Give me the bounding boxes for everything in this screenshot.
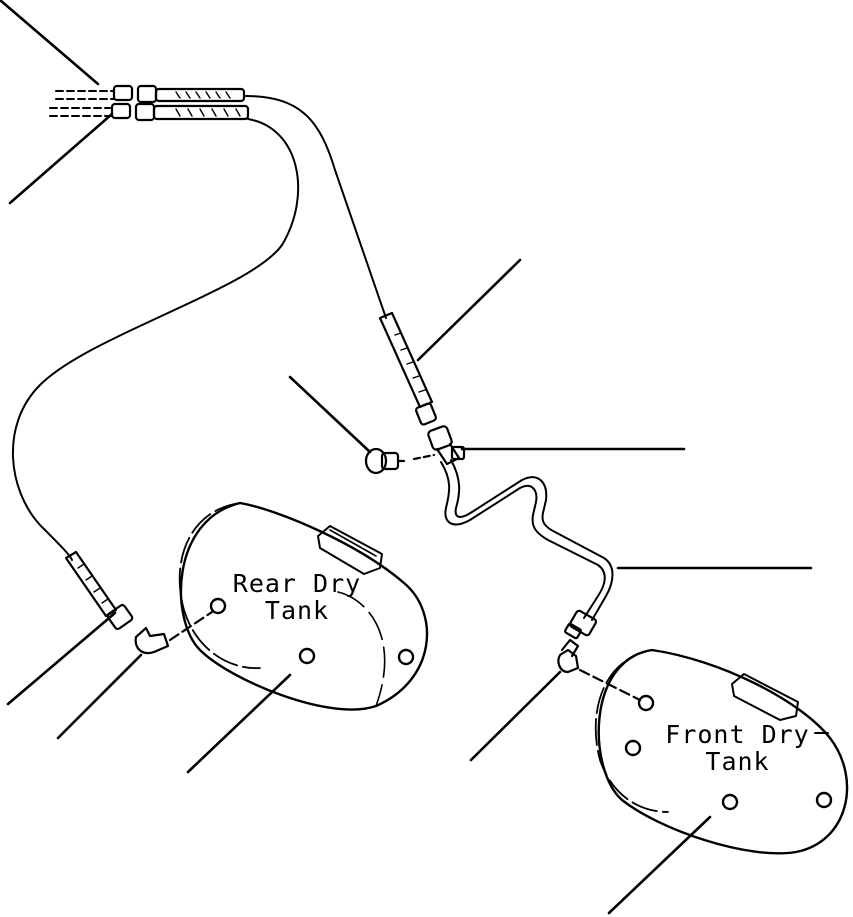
front-tank-end-cap — [596, 650, 668, 812]
rear-tank-end-cap — [180, 503, 260, 668]
hose-continuation-dashes — [50, 91, 114, 116]
upper-hose-fitting-left-a — [114, 86, 132, 100]
front-tube-fitting — [564, 610, 597, 639]
front-dry-tank-label-line2: Tank — [705, 747, 770, 776]
front-dry-tank-label: Front Dry Tank — [655, 721, 820, 775]
upper-hose-sleeve-b — [154, 106, 248, 119]
leader-line-plug — [290, 377, 370, 452]
front-tank-port-3 — [723, 795, 737, 809]
front-elbow — [558, 640, 640, 700]
upper-hose-fitting-right-b — [136, 104, 154, 120]
leader-line-rear-elbow — [58, 655, 141, 738]
hose-to-rear-tank — [13, 119, 298, 560]
rear-dry-tank — [180, 503, 427, 710]
upper-hose-sleeve-a — [156, 89, 244, 101]
rear-dry-tank-label-line2: Tank — [264, 596, 330, 625]
hose-to-tee — [246, 96, 386, 318]
metal-tube — [441, 460, 613, 620]
upper-hose-fitting-right-a — [138, 86, 156, 102]
rear-dry-tank-label: Rear Dry Tank — [222, 570, 372, 624]
leader-lines — [0, 0, 811, 913]
rear-dry-tank-label-line1: Rear Dry — [232, 569, 362, 598]
tee-fitting — [427, 425, 464, 464]
leader-line-rear-hose-fitting — [8, 613, 115, 704]
rear-tank-port-1 — [211, 599, 225, 613]
leader-line-front-elbow — [471, 672, 560, 760]
leader-line-right-hose — [418, 260, 520, 360]
rear-tank-port-2 — [300, 649, 314, 663]
leader-line-rear-tank — [188, 675, 290, 772]
rear-elbow — [136, 612, 212, 653]
front-tank-port-4 — [817, 793, 831, 807]
right-hose-sleeve — [380, 313, 437, 425]
leader-line-front-tank — [609, 817, 710, 913]
rear-hose-sleeve — [66, 552, 133, 630]
leader-line-lower-hose — [10, 114, 112, 203]
front-tank-mount-bracket — [732, 674, 798, 720]
front-tank-port-1 — [639, 696, 653, 710]
plug-fitting — [366, 449, 434, 473]
front-dry-tank-label-line1: Front Dry — [665, 720, 810, 749]
front-tank-body — [599, 650, 847, 853]
front-dry-tank — [596, 650, 847, 853]
rear-tank-port-3 — [399, 650, 413, 664]
upper-hose-fitting-left-b — [112, 104, 130, 118]
front-tank-port-2 — [626, 741, 640, 755]
rear-tank-mount-bracket — [318, 526, 382, 574]
upper-hose-assembly — [112, 86, 248, 120]
leader-line-upper-hose — [0, 0, 98, 84]
